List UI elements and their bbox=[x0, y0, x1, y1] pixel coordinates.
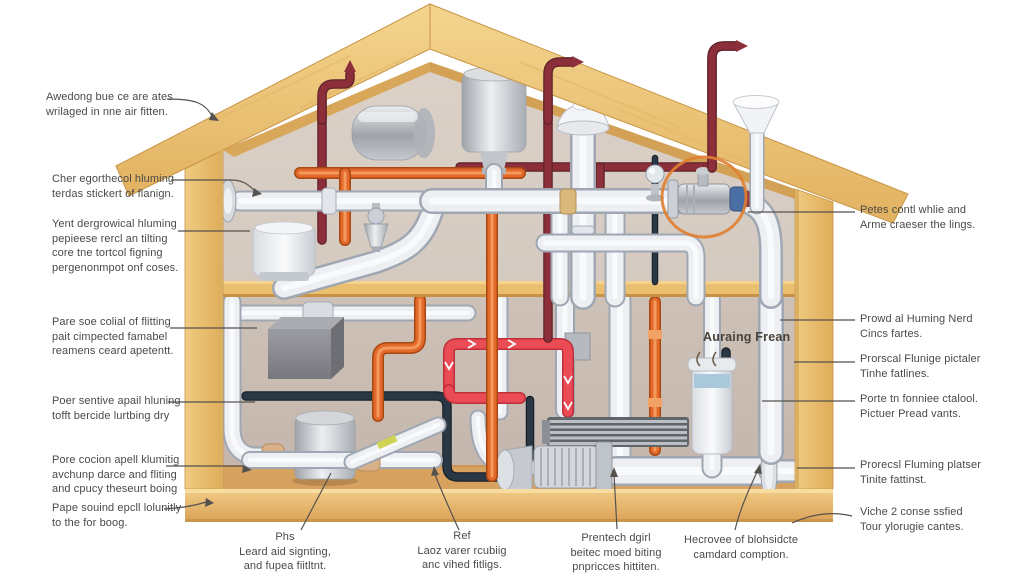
vent-stack bbox=[556, 101, 610, 297]
callout-left-5: Poer sentive apail hluning tofft bercide… bbox=[52, 395, 181, 422]
lower-floor-equipment bbox=[230, 300, 798, 503]
flow-arrow bbox=[736, 40, 748, 52]
callout-left-2: Cher egorthecol hluming terdas stickert … bbox=[52, 173, 175, 200]
callout-left-4: Pare soe colial of flitting pait cimpect… bbox=[52, 316, 174, 358]
inline-valve bbox=[667, 167, 750, 219]
callout-left-7: Pape souind epcll lolunitly to the for b… bbox=[52, 502, 182, 529]
filter-unit bbox=[687, 357, 737, 455]
pressure-valve bbox=[363, 203, 389, 252]
pipe-coupling bbox=[559, 188, 577, 215]
pump bbox=[495, 441, 613, 495]
wall-left bbox=[184, 149, 224, 490]
callout-bottom-2: Ref Laoz varer rcubiig anc vihed fitligs… bbox=[417, 530, 507, 572]
flow-arrow bbox=[344, 60, 356, 72]
callout-right-2: Prowd al Huming Nerd Cincs fartes. bbox=[860, 313, 973, 340]
heat-exchanger bbox=[542, 417, 689, 447]
floor-slab bbox=[185, 489, 833, 522]
callout-right-4: Porte tn fonniee ctalool. Pictuer Pread … bbox=[860, 393, 979, 420]
steam-marks bbox=[696, 351, 717, 367]
highlight-ring bbox=[660, 155, 748, 239]
attic-pipe-overlay bbox=[317, 40, 780, 239]
callout-right-3: Prorscal Flunige pictaler Tinhe fatlines… bbox=[860, 353, 981, 380]
wall-inscription: Auraing Frean bbox=[703, 330, 791, 344]
wall-right bbox=[794, 188, 834, 490]
callout-left-6: Pore cocion apell klumitig avchunp darce… bbox=[52, 454, 180, 496]
callout-left-3: Yent dergrowical hluming pepieese rercl … bbox=[52, 218, 179, 274]
storage-tank-small bbox=[292, 410, 358, 486]
flow-arrow bbox=[572, 56, 584, 68]
leader-lines bbox=[163, 98, 855, 531]
upper-floor-equipment bbox=[219, 46, 771, 476]
callout-left-1: Awedong bue ce are ates wrilaged in nne … bbox=[46, 91, 173, 118]
funnel-vent bbox=[732, 95, 780, 215]
middle-floor-beam bbox=[185, 281, 833, 297]
house-frame bbox=[115, 3, 909, 522]
callout-bottom-4: Hecrovee of blohsidcte camdard comption. bbox=[683, 534, 799, 561]
white-tank bbox=[252, 221, 316, 281]
horizontal-tank bbox=[351, 105, 435, 161]
utility-box bbox=[268, 317, 344, 379]
callout-right-1: Petes contl whlie and Arme craeser the l… bbox=[860, 204, 976, 231]
wall-flange bbox=[219, 179, 237, 223]
ball-valve bbox=[645, 164, 665, 202]
callout-bottom-3: Prentech dgirl beitec moed biting pnpric… bbox=[570, 532, 662, 574]
callout-right-5: Prorecsl Fluming platser Tinite fattinst… bbox=[860, 459, 981, 486]
pipe-joint bbox=[321, 187, 337, 215]
callout-right-6: Viche 2 conse ssfied Tour ylorugie cante… bbox=[860, 506, 964, 533]
callout-bottom-1: Phs Leard aid signting, and fupea fiitlt… bbox=[239, 531, 331, 573]
